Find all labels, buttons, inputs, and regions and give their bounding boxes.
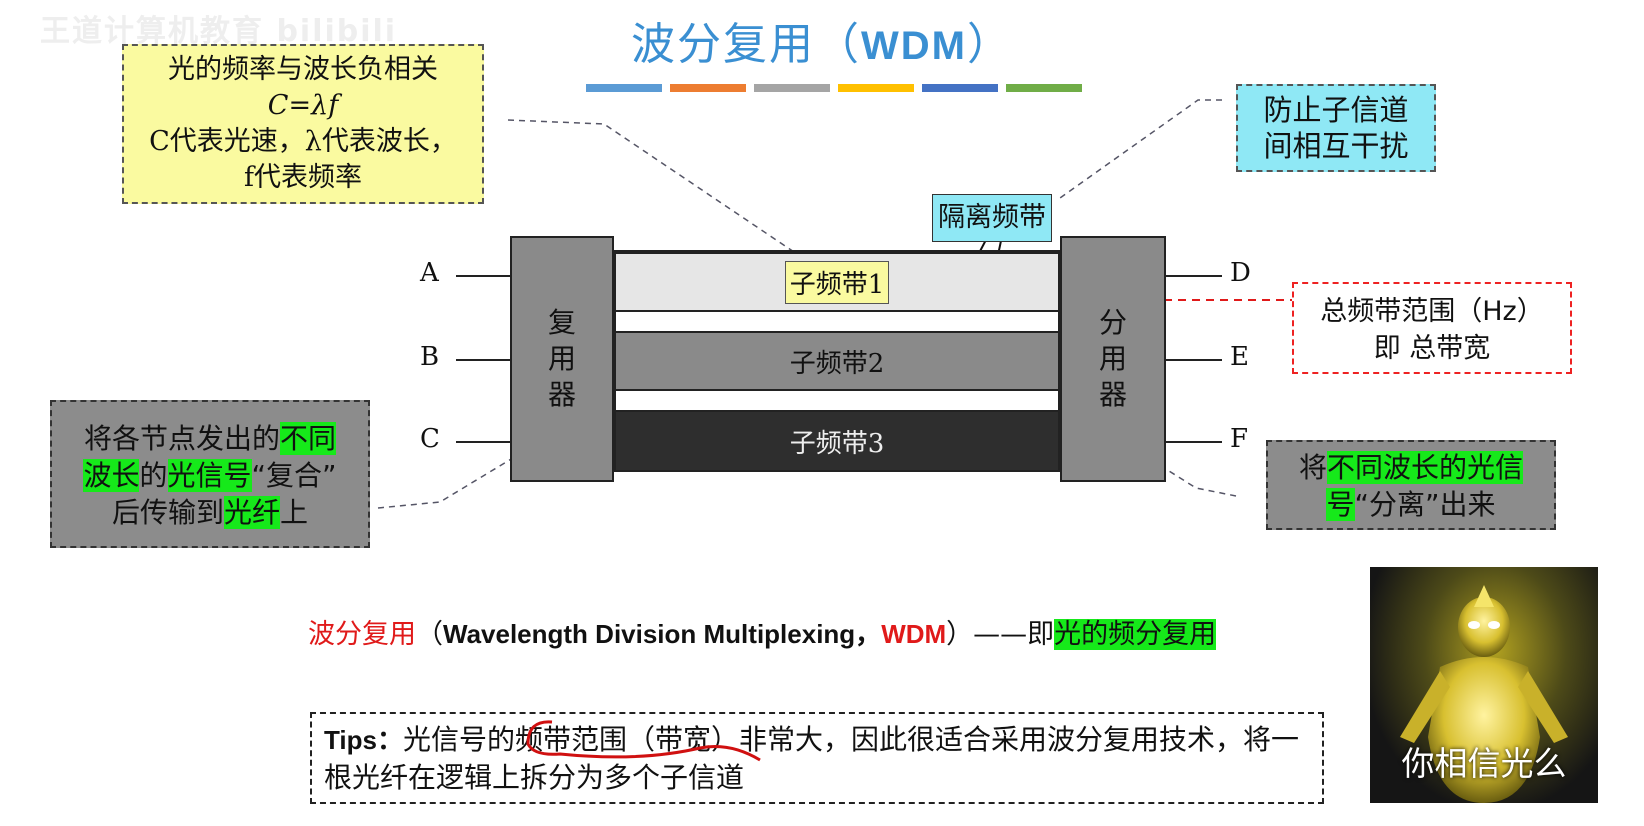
mux-label-char: 器 bbox=[547, 378, 576, 411]
color-bar-4 bbox=[838, 84, 914, 92]
note-demux-text: “分离”出来 bbox=[1354, 488, 1496, 521]
mux-label-char: 用 bbox=[547, 342, 576, 375]
note-mux-highlight: 光信号 bbox=[167, 459, 252, 492]
port-label-d: D bbox=[1230, 258, 1251, 288]
color-bar-2 bbox=[670, 84, 746, 92]
note-mux-highlight: 波长 bbox=[83, 459, 140, 492]
note-frequency-wavelength: 光的频率与波长负相关 C=λf C代表光速，λ代表波长， f代表频率 bbox=[122, 44, 484, 204]
port-label-f: F bbox=[1230, 424, 1249, 454]
definition-abbr: WDM bbox=[881, 619, 947, 649]
title-abbr: WDM bbox=[861, 24, 967, 68]
port-label-b: B bbox=[420, 342, 440, 372]
hero-figure bbox=[1400, 585, 1568, 803]
sub-band-3: 子频带3 bbox=[614, 410, 1060, 472]
demultiplexer-block: 分 用 器 bbox=[1060, 236, 1166, 482]
multiplexer-block: 复 用 器 bbox=[510, 236, 614, 482]
mux-label-char: 复 bbox=[547, 306, 576, 339]
note-multiplexing: 将各节点发出的不同 波长的光信号“复合” 后传输到光纤上 bbox=[50, 400, 370, 548]
meme-photo: 你相信光么 bbox=[1370, 567, 1598, 803]
note-mux-highlight: 不同 bbox=[280, 422, 337, 455]
demux-label-char: 器 bbox=[1098, 378, 1127, 411]
port-label-a: A bbox=[420, 258, 439, 288]
color-bar-1 bbox=[586, 84, 662, 92]
sub-band-3-label: 子频带3 bbox=[789, 428, 885, 459]
tips-text: 光信号的频带范围（带宽）非常大，因此很适合采用波分复用技术，将一根光纤在逻辑上拆… bbox=[324, 723, 1299, 794]
sub-band-2-label: 子频带2 bbox=[789, 348, 885, 379]
tips-label: Tips： bbox=[324, 725, 403, 755]
note-mux-text: “复合” bbox=[251, 459, 337, 492]
sub-band-1-label: 子频带1 bbox=[784, 260, 890, 304]
note-frequency-line3: C代表光速，λ代表波长， bbox=[149, 126, 457, 157]
note-guard-purpose: 防止子信道 间相互干扰 bbox=[1236, 84, 1436, 172]
note-guard-line2: 间相互干扰 bbox=[1263, 129, 1409, 163]
color-bar-5 bbox=[922, 84, 998, 92]
note-mux-highlight: 光纤 bbox=[223, 496, 280, 529]
tips-box: Tips：光信号的频带范围（带宽）非常大，因此很适合采用波分复用技术，将一根光纤… bbox=[310, 712, 1324, 804]
leader-line-frequency-note bbox=[507, 119, 801, 257]
note-demux-highlight: 号 bbox=[1326, 488, 1355, 521]
note-mux-text: 后传输到 bbox=[111, 496, 224, 529]
sub-band-2: 子频带2 bbox=[614, 331, 1060, 391]
demux-label-char: 用 bbox=[1098, 342, 1127, 375]
note-frequency-line4: f代表频率 bbox=[244, 162, 362, 193]
color-bar-6 bbox=[1006, 84, 1082, 92]
note-frequency-formula: C=λf bbox=[267, 90, 339, 121]
note-total-bandwidth-line1: 总频带范围（Hz） bbox=[1320, 296, 1544, 327]
definition-highlight: 光的频分复用 bbox=[1054, 619, 1217, 650]
title-main: 波分复用（ bbox=[631, 19, 862, 70]
leader-line-guard-note bbox=[1059, 99, 1222, 199]
guard-band-gap-1 bbox=[614, 312, 1060, 331]
note-guard-line1: 防止子信道 bbox=[1263, 93, 1409, 127]
watermark: 王道计算机教育 bilibili bbox=[40, 14, 398, 49]
meme-caption: 你相信光么 bbox=[1401, 744, 1567, 783]
guard-band-label: 隔离频带 bbox=[932, 194, 1052, 242]
port-label-c: C bbox=[420, 424, 440, 454]
definition-paren-close: ）——即 bbox=[946, 619, 1055, 650]
note-total-bandwidth-line2: 即 总带宽 bbox=[1373, 333, 1491, 364]
note-mux-text: 将各节点发出的 bbox=[83, 422, 280, 455]
title-close: ） bbox=[966, 19, 1013, 70]
wdm-definition: 波分复用（Wavelength Division Multiplexing，WD… bbox=[308, 612, 1217, 651]
definition-term: 波分复用 bbox=[308, 619, 416, 650]
definition-english: Wavelength Division Multiplexing， bbox=[443, 619, 882, 649]
guard-band-gap-2 bbox=[614, 391, 1060, 410]
note-demultiplexing: 将不同波长的光信 号“分离”出来 bbox=[1266, 440, 1556, 530]
color-bar-strip bbox=[586, 84, 1082, 92]
note-demux-text: 将 bbox=[1298, 451, 1327, 484]
definition-paren-open: （ bbox=[416, 619, 443, 650]
note-mux-text: 的 bbox=[139, 459, 168, 492]
note-mux-text: 上 bbox=[280, 496, 309, 529]
note-frequency-line1: 光的频率与波长负相关 bbox=[168, 54, 438, 85]
note-demux-highlight: 不同波长的光信 bbox=[1327, 451, 1524, 484]
color-bar-3 bbox=[754, 84, 830, 92]
sub-band-1: 子频带1 bbox=[614, 252, 1060, 312]
channel-top-edge bbox=[614, 250, 1060, 252]
port-label-e: E bbox=[1230, 342, 1249, 372]
note-total-bandwidth: 总频带范围（Hz） 即 总带宽 bbox=[1292, 282, 1572, 374]
demux-label-char: 分 bbox=[1098, 306, 1127, 339]
page-title: 波分复用（WDM） bbox=[0, 8, 1644, 72]
